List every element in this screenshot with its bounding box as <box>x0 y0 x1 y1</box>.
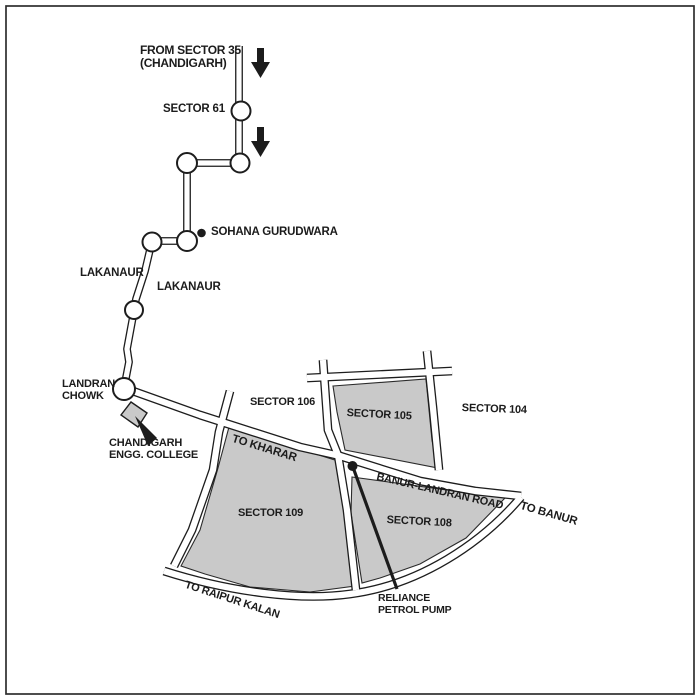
label-landran-chowk-line1: LANDRAN <box>62 378 115 390</box>
down-arrow-head <box>251 141 270 157</box>
label-from-sector-35-line1: FROM SECTOR 35 <box>140 43 241 57</box>
route-road-fill <box>121 46 242 389</box>
label-sector-109: SECTOR 109 <box>238 507 304 519</box>
label-chandigarh-engg-college: CHANDIGARH ENGG. COLLEGE <box>109 437 198 462</box>
label-landran-chowk-line2: CHOWK <box>62 390 104 403</box>
junction-node-turn-1 <box>229 152 251 174</box>
reliance-leader-line <box>352 469 399 590</box>
poi-label-sohana-gurudwara: SOHANA GURUDWARA <box>211 226 338 238</box>
route-road-casing <box>120 46 243 389</box>
map-frame-border <box>5 5 695 695</box>
label-lakanaur-west: LAKANAUR <box>80 267 144 279</box>
down-arrow-head <box>251 62 270 78</box>
down-arrow-shaft <box>257 48 264 64</box>
junction-nodes <box>112 100 252 401</box>
junction-node-sector-61 <box>230 100 252 122</box>
down-arrow-shaft <box>257 127 264 143</box>
label-sector-106: SECTOR 106 <box>250 396 316 408</box>
down-arrow-icon <box>251 48 270 78</box>
label-sector-104: SECTOR 104 <box>461 402 528 417</box>
label-landran-chowk: LANDRAN CHOWK <box>62 378 115 403</box>
sohana-gurudwara-dot-icon <box>197 228 206 238</box>
college-pointer-arrow-icon <box>135 416 157 446</box>
poi-label-reliance-petrol-pump: RELIANCE PETROL PUMP <box>378 592 452 617</box>
road-sector-divider-fill <box>319 359 360 591</box>
label-sector-61: SECTOR 61 <box>163 103 225 115</box>
label-college-line1: CHANDIGARH <box>109 437 183 449</box>
road-to-raipur-kalan-fill <box>163 494 524 600</box>
road-sector-109-west-fill <box>171 390 233 568</box>
label-college-line2: ENGG. COLLEGE <box>109 449 199 462</box>
college-building <box>120 401 148 428</box>
junction-node-turn-3 <box>141 231 163 253</box>
label-from-sector-35-line2: (CHANDIGARH) <box>140 56 227 71</box>
junction-node-lakanaur <box>124 300 144 320</box>
label-reliance-line1: RELIANCE <box>378 592 431 604</box>
road-fills <box>121 46 524 600</box>
reliance-petrol-pump-dot-icon <box>347 461 358 471</box>
down-arrow-icon <box>251 127 270 157</box>
junction-node-sohana <box>176 230 198 252</box>
junction-node-landran-chowk <box>112 377 136 401</box>
label-from-sector-35: FROM SECTOR 35 (CHANDIGARH) <box>140 43 241 71</box>
direction-arrows <box>251 48 270 157</box>
junction-node-turn-2 <box>176 152 198 174</box>
road-grid-vertical-east-fill <box>423 350 443 471</box>
label-lakanaur-east: LAKANAUR <box>157 281 221 293</box>
label-reliance-line2: PETROL PUMP <box>378 603 452 616</box>
